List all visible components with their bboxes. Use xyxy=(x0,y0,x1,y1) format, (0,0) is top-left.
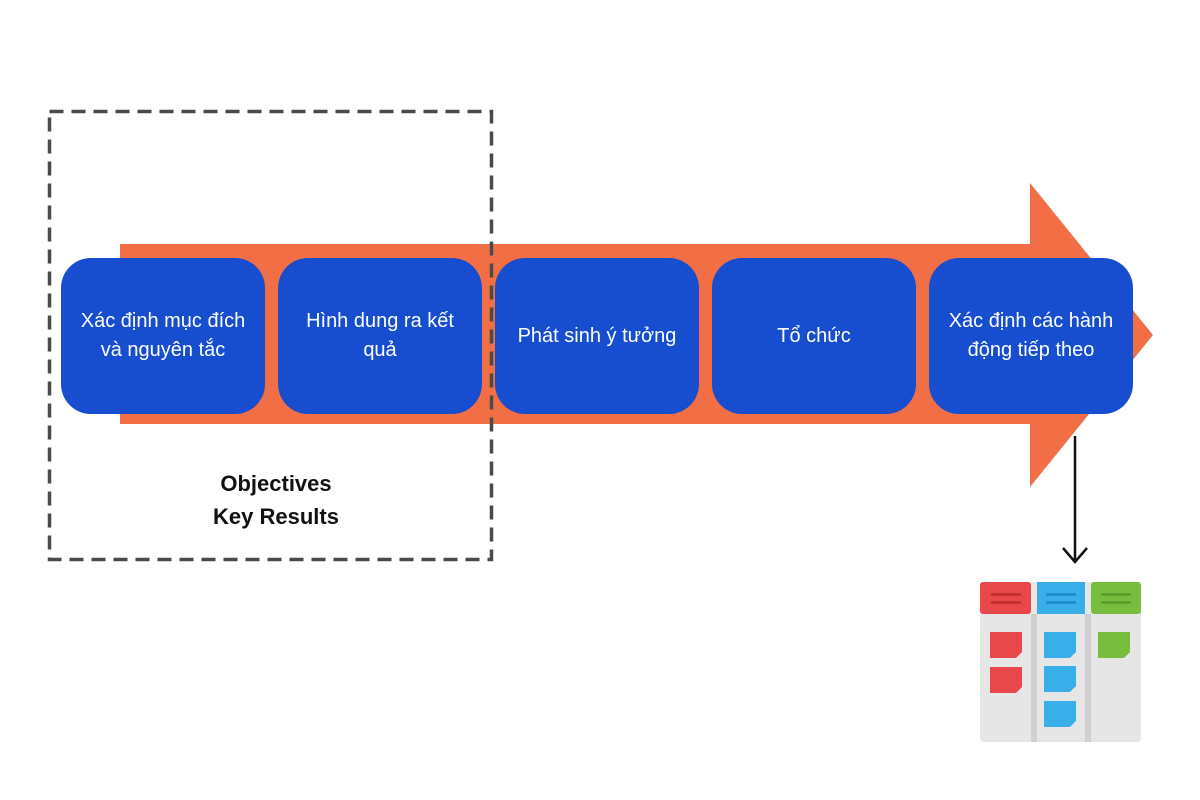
kanban-card-green xyxy=(1098,632,1130,658)
stage-box-2: Hình dung ra kết quả xyxy=(278,258,482,414)
okr-key-results-label: Key Results xyxy=(213,504,339,529)
kanban-board-icon xyxy=(980,582,1141,742)
stage-box-3: Phát sinh ý tưởng xyxy=(495,258,699,414)
kanban-header-green xyxy=(1091,582,1141,614)
okr-dashed-frame xyxy=(47,109,494,562)
stage-label: Tổ chức xyxy=(777,324,851,347)
stage-label: Phát sinh ý tưởng xyxy=(517,324,677,347)
stage-box-1: Xác định mục đích và nguyên tắc xyxy=(61,258,265,414)
kanban-card-blue xyxy=(1044,701,1076,727)
stage-box-5: Xác định các hành động tiếp theo xyxy=(929,258,1133,414)
stage-label: Xác định các hành động tiếp theo xyxy=(948,310,1114,361)
kanban-header-red xyxy=(980,582,1031,614)
stage-label: Hình dung ra kết quả xyxy=(306,310,454,361)
kanban-card-blue xyxy=(1044,632,1076,658)
stage-label: Xác định mục đích và nguyên tắc xyxy=(80,310,246,361)
okr-caption: Objectives Key Results xyxy=(176,467,376,533)
kanban-card-red xyxy=(990,632,1022,658)
stage-box-4: Tổ chức xyxy=(712,258,916,414)
kanban-card-blue xyxy=(1044,666,1076,692)
okr-objectives-label: Objectives xyxy=(220,471,332,496)
down-arrow-icon xyxy=(1062,436,1088,564)
kanban-card-red xyxy=(990,667,1022,693)
kanban-header-blue xyxy=(1037,582,1085,614)
